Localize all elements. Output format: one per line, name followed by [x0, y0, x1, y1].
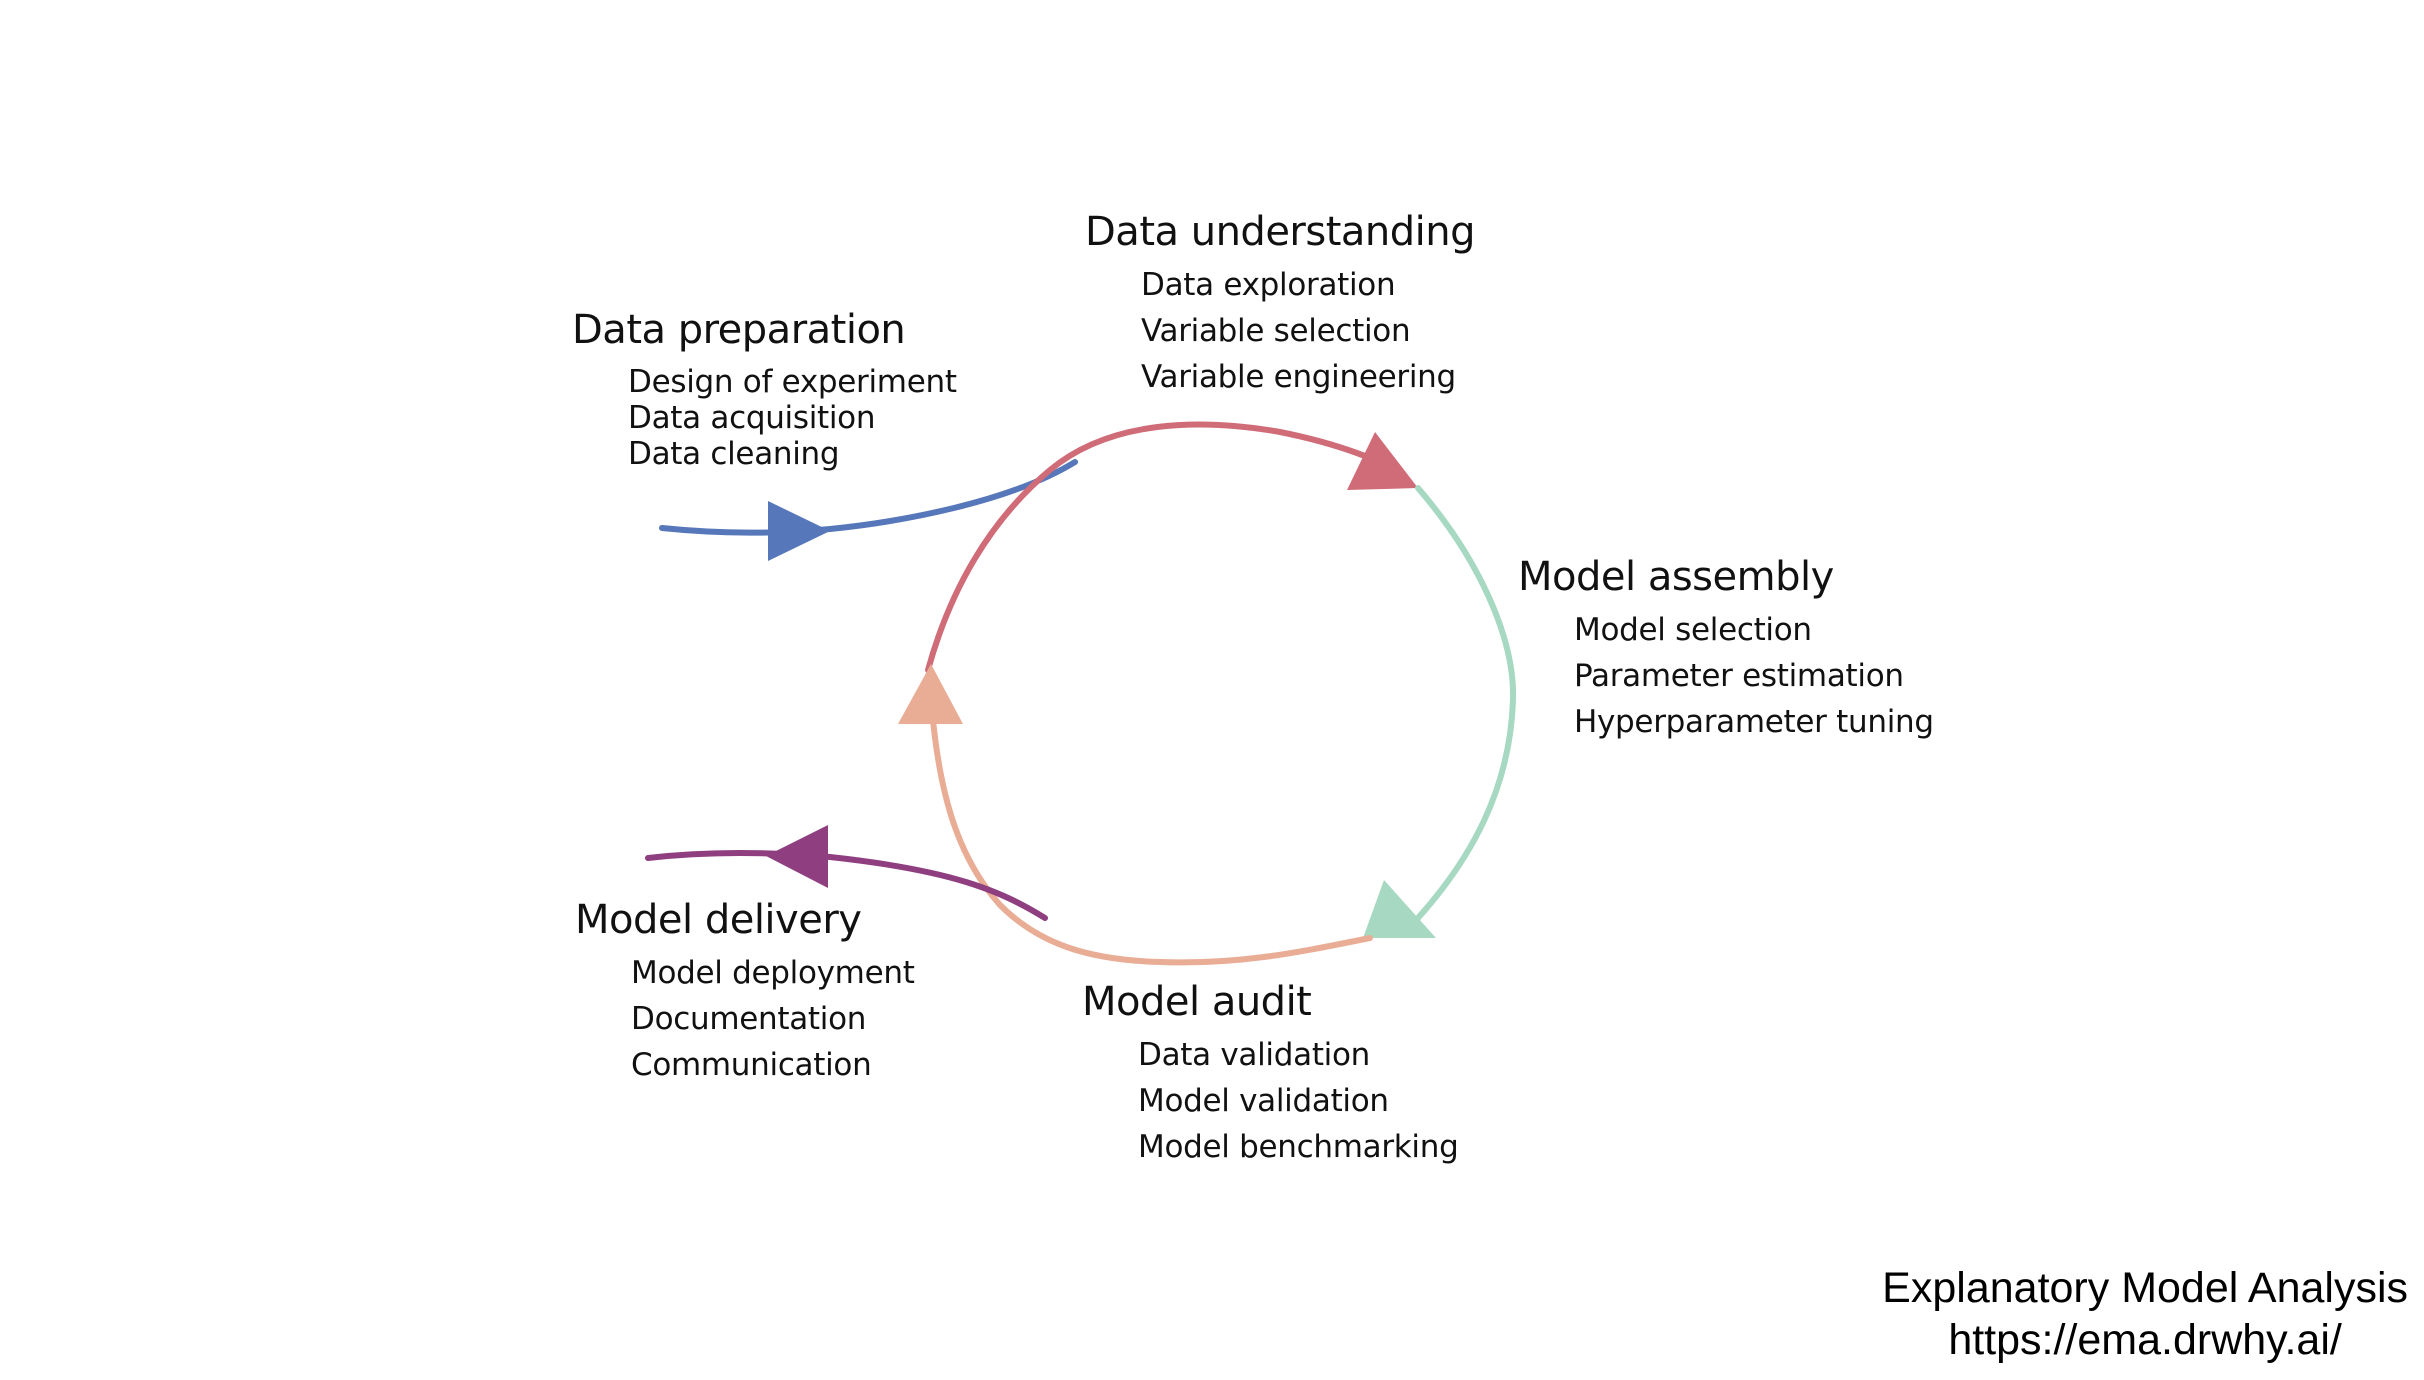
stage-data-understanding: Data understanding Data exploration Vari… — [1085, 208, 1476, 400]
stage-model-assembly: Model assembly Model selection Parameter… — [1518, 553, 1934, 745]
stage-item: Data cleaning — [628, 436, 840, 472]
stage-item: Documentation — [631, 1001, 867, 1037]
understanding-arrowhead — [1347, 432, 1418, 490]
stage-title: Model assembly — [1518, 554, 1834, 600]
stage-item: Hyperparameter tuning — [1574, 704, 1934, 740]
stage-model-audit: Model audit Data validation Model valida… — [1082, 978, 1459, 1170]
stage-item: Model selection — [1574, 612, 1812, 648]
stage-title: Model delivery — [575, 897, 862, 943]
stage-item: Data exploration — [1141, 267, 1396, 303]
stage-title: Model audit — [1082, 979, 1312, 1025]
outbound-arrowhead — [766, 825, 828, 888]
stage-data-preparation: Data preparation Design of experiment Da… — [572, 306, 957, 472]
stage-item-list: Design of experiment Data acquisition Da… — [572, 364, 957, 472]
stage-item: Data acquisition — [628, 400, 876, 436]
stage-title: Data preparation — [572, 307, 906, 353]
stage-item: Variable selection — [1141, 313, 1411, 349]
stage-item: Communication — [631, 1047, 872, 1083]
stage-item-list: Model selection Parameter estimation Hyp… — [1518, 607, 1934, 745]
assembly-arrowhead — [1363, 880, 1436, 938]
stage-item: Variable engineering — [1141, 359, 1456, 395]
stage-item: Parameter estimation — [1574, 658, 1904, 694]
stage-item: Data validation — [1138, 1037, 1370, 1073]
audit-arrowhead — [898, 664, 963, 724]
stage-item-list: Data validation Model validation Model b… — [1082, 1032, 1459, 1170]
stage-model-delivery: Model delivery Model deployment Document… — [575, 896, 915, 1088]
outbound-flow-arrow-line — [645, 849, 1048, 921]
stage-title: Data understanding — [1085, 209, 1476, 255]
footer-credit: Explanatory Model Analysis https://ema.d… — [1882, 1262, 2408, 1366]
cycle-segment-assembly — [1415, 485, 1517, 921]
stage-item: Model benchmarking — [1138, 1129, 1459, 1165]
stage-item: Model deployment — [631, 955, 915, 991]
stage-item: Model validation — [1138, 1083, 1389, 1119]
inbound-flow-arrow-line — [659, 459, 1078, 536]
stage-item-list: Model deployment Documentation Communica… — [575, 950, 915, 1088]
footer-url: https://ema.drwhy.ai/ — [1948, 1316, 2342, 1364]
inbound-arrowhead — [768, 501, 830, 561]
stage-item: Design of experiment — [628, 364, 957, 400]
cycle-segment-understanding — [925, 421, 1403, 673]
stage-item-list: Data exploration Variable selection Vari… — [1085, 262, 1475, 400]
footer-book-title: Explanatory Model Analysis — [1882, 1264, 2408, 1312]
cycle-segment-audit — [929, 707, 1373, 966]
